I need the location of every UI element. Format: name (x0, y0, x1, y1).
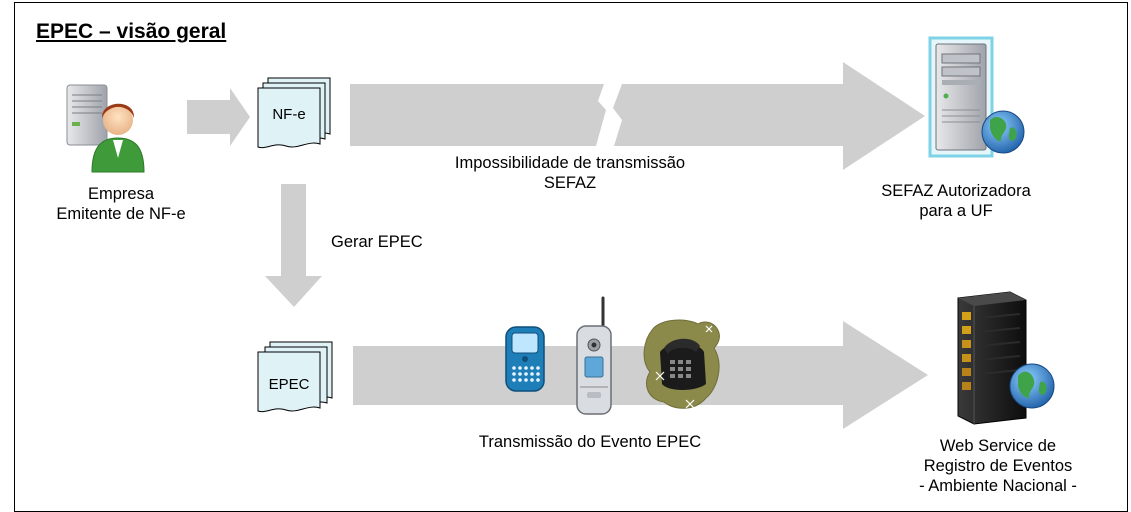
web-service-label-line-3: - Ambiente Nacional - (919, 477, 1077, 495)
sefaz-label: SEFAZ Autorizadora para a UF (876, 181, 1036, 221)
sefaz-label-line-1: SEFAZ Autorizadora (881, 182, 1031, 200)
web-service-label-line-1: Web Service de (939, 437, 1057, 455)
smartphone-icon (505, 326, 545, 392)
web-service-server-icon (957, 291, 1055, 425)
epec-doc-label: EPEC (269, 376, 310, 393)
desk-phone-icon (643, 319, 720, 409)
impossibilidade-line-1: Impossibilidade de transmissão (454, 154, 686, 172)
nfe-doc-icon (257, 77, 331, 149)
nfe-doc-label: NF-e (272, 106, 305, 123)
empresa-label: Empresa Emitente de NF-e (41, 184, 201, 224)
sefaz-server-icon (928, 36, 1025, 158)
sefaz-label-line-2: para a UF (919, 202, 993, 220)
arrow-gerar-epec (265, 184, 322, 307)
empresa-icon (66, 84, 145, 173)
flip-phone-icon (576, 296, 612, 415)
page-title: EPEC – visão geral (36, 20, 227, 43)
web-service-label: Web Service de Registro de Eventos - Amb… (898, 436, 1098, 496)
arrow-nfe-to-sefaz-left (350, 84, 606, 146)
transmissao-label: Transmissão do Evento EPEC (478, 433, 702, 451)
empresa-label-line-1: Empresa (87, 185, 155, 203)
arrow-nfe-to-sefaz-right (613, 62, 925, 170)
epec-doc-icon (257, 341, 333, 413)
impossibilidade-line-2: SEFAZ (543, 174, 597, 192)
gerar-epec-label: Gerar EPEC (331, 233, 423, 251)
impossibilidade-label: Impossibilidade de transmissão SEFAZ (420, 153, 720, 193)
empresa-label-line-2: Emitente de NF-e (56, 205, 186, 223)
web-service-label-line-2: Registro de Eventos (923, 457, 1073, 475)
arrow-empresa-to-nfe (187, 88, 250, 146)
arrow-transmissao (353, 321, 928, 429)
